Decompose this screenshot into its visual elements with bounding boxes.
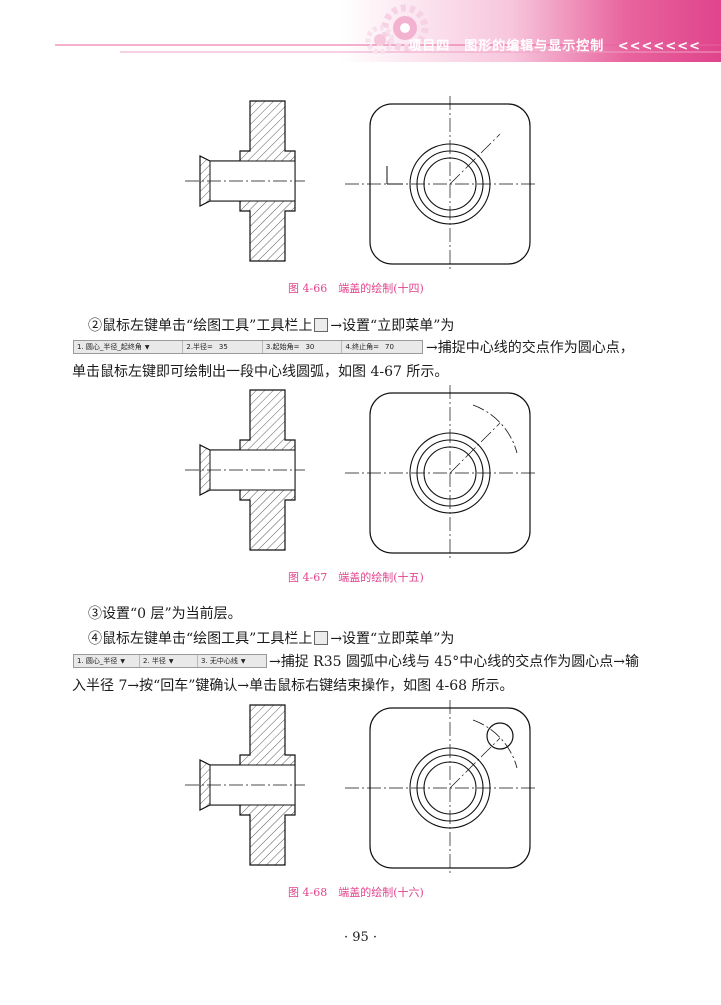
chapter-title: 项目四 图形的编辑与显示控制 <<<<<<< xyxy=(408,39,701,54)
toolbar-centerline[interactable]: 3. 无中心线▼ xyxy=(201,657,246,665)
header-band xyxy=(55,0,721,62)
step-2-line-2: →捕捉中心线的交点作为圆心点， xyxy=(426,340,634,356)
figure-caption: 图 4-68 端盖的绘制(十六) xyxy=(288,886,424,899)
step-4-line-2: →捕捉 R35 圆弧中心线与 45°中心线的交点作为圆心点→输 xyxy=(269,654,639,670)
toolbar-start-angle[interactable]: 3.起始角=30 xyxy=(263,341,343,353)
figure-4-66-view xyxy=(345,96,535,271)
toolbar-radius[interactable]: 2.半径=35 xyxy=(183,341,263,353)
step-2-line-3: 单击鼠标左键即可绘制出一段中心线圆弧，如图 4-67 所示。 xyxy=(72,364,449,380)
instant-menu-toolbar: 1. 圆心_半径▼ 2. 半径▼ 3. 无中心线▼ xyxy=(73,654,267,668)
chevron-down-icon: ▼ xyxy=(144,343,150,351)
gear-icon xyxy=(381,4,429,52)
chevron-down-icon: ▼ xyxy=(168,657,174,665)
chevron-down-icon: ▼ xyxy=(240,657,246,665)
toolbar-mode[interactable]: 1. 圆心_半径▼ xyxy=(74,655,140,667)
step-2-line-1: ②鼠标左键单击“绘图工具”工具栏上→设置“立即菜单”为 xyxy=(88,318,455,334)
chevron-left-icon: <<<<<<< xyxy=(617,39,701,54)
circle-tool-icon xyxy=(314,631,329,645)
figure-4-67-section xyxy=(185,389,305,551)
figure-4-66-section xyxy=(185,100,305,262)
figure-caption: 图 4-66 端盖的绘制(十四) xyxy=(288,282,424,295)
figure-caption: 图 4-67 端盖的绘制(十五) xyxy=(288,571,424,584)
page-number: · 95 · xyxy=(343,930,378,945)
ucs-axis-icon xyxy=(386,166,403,185)
figure-4-68-view xyxy=(345,700,535,875)
step-4-line-3: 入半径 7→按“回车”键确认→单击鼠标右键结束操作，如图 4-68 所示。 xyxy=(72,678,514,694)
gear-icon xyxy=(365,25,395,55)
figure-4-67-view xyxy=(345,385,535,560)
arc-tool-icon xyxy=(314,318,329,332)
figure-4-68-section xyxy=(185,704,305,866)
toolbar-radius[interactable]: 2. 半径▼ xyxy=(140,655,198,667)
chevron-down-icon: ▼ xyxy=(120,657,126,665)
toolbar-end-angle[interactable]: 4.终止角=70 xyxy=(345,343,394,351)
instant-menu-toolbar: 1. 圆心_半径_起终角▼ 2.半径=35 3.起始角=30 4.终止角=70 xyxy=(73,340,423,354)
step-3-line: ③设置“0 层”为当前层。 xyxy=(88,606,242,622)
step-4-line-1: ④鼠标左键单击“绘图工具”工具栏上→设置“立即菜单”为 xyxy=(88,631,455,647)
toolbar-mode[interactable]: 1. 圆心_半径_起终角▼ xyxy=(74,341,184,353)
